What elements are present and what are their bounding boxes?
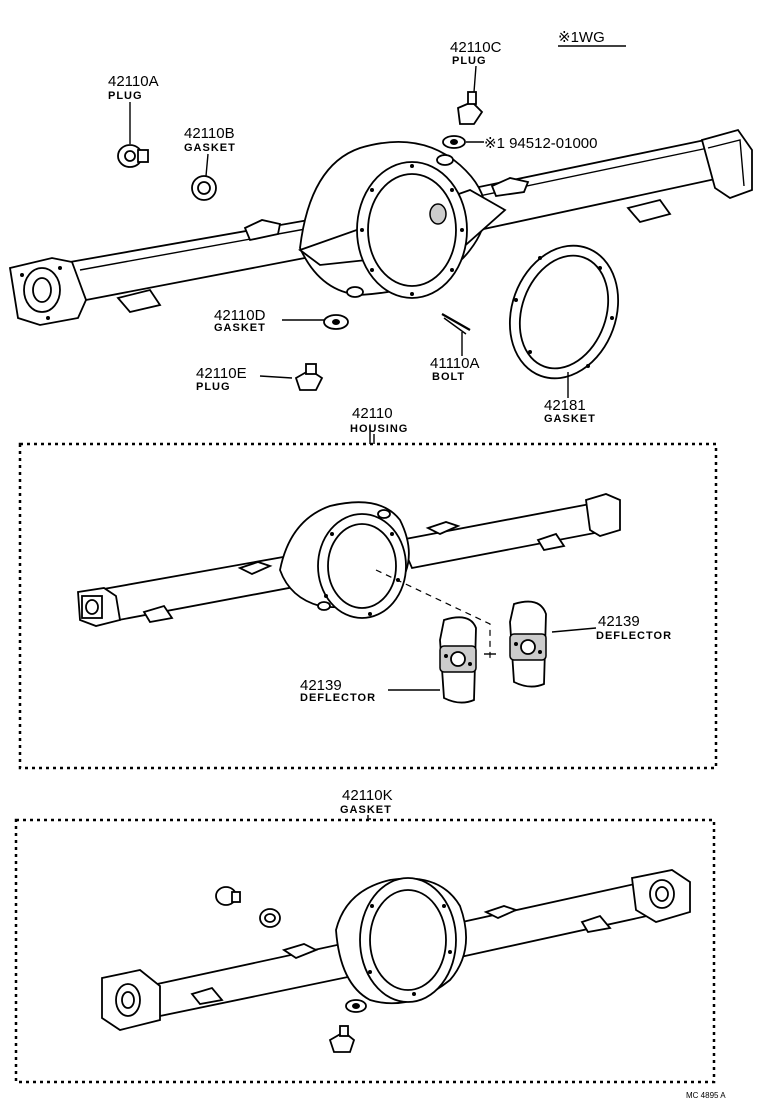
part-number-42110b: 42110B bbox=[184, 125, 235, 142]
gasket-42181-drawing bbox=[508, 244, 620, 380]
part-name-plug-a: PLUG bbox=[108, 90, 143, 102]
housing-assembly-box bbox=[18, 442, 718, 770]
part-number-42139-left: 42139 bbox=[300, 677, 342, 694]
part-name-plug-e: PLUG bbox=[196, 381, 231, 393]
deflector-left-drawing bbox=[439, 616, 477, 704]
top-leaders bbox=[129, 65, 569, 820]
part-name-gasket-d: GASKET bbox=[214, 322, 266, 334]
ref-part-number: ※1 94512-01000 bbox=[484, 135, 598, 152]
gasket-kit-box bbox=[14, 818, 716, 1084]
part-name-gasket-kit: GASKET bbox=[340, 804, 392, 816]
part-number-42110d: 42110D bbox=[214, 307, 266, 324]
header-note: ※1WG bbox=[558, 29, 605, 46]
part-number-42110c: 42110C bbox=[450, 39, 502, 56]
gasket-42110d-drawing bbox=[323, 314, 349, 330]
plug-42110a-drawing bbox=[117, 144, 149, 168]
part-name-deflector-left: DEFLECTOR bbox=[300, 692, 376, 704]
housing-drawing bbox=[77, 493, 621, 660]
part-number-42110: 42110 bbox=[352, 405, 393, 422]
washer-ref-drawing bbox=[442, 135, 466, 149]
footer-code: MC 4895 A bbox=[686, 1091, 726, 1100]
part-number-42110e: 42110E bbox=[196, 365, 247, 382]
part-number-42139-right: 42139 bbox=[598, 613, 640, 630]
plug-42110c-drawing bbox=[457, 91, 484, 125]
part-number-42181: 42181 bbox=[544, 397, 586, 414]
gasket-kit-small-parts bbox=[215, 886, 367, 1053]
bolt-41110a-drawing bbox=[441, 313, 471, 335]
part-name-plug-c: PLUG bbox=[452, 55, 487, 67]
top-axle-housing bbox=[8, 128, 753, 326]
part-name-bolt: BOLT bbox=[432, 371, 465, 383]
gasket-kit-housing-drawing bbox=[101, 869, 691, 1031]
plug-42110e-drawing bbox=[294, 363, 324, 391]
part-number-42110k: 42110K bbox=[342, 787, 393, 804]
deflector-right-drawing bbox=[509, 600, 547, 688]
part-number-41110a: 41110A bbox=[430, 355, 480, 372]
gasket-42110b-drawing bbox=[191, 175, 217, 201]
part-number-42110a: 42110A bbox=[108, 73, 159, 90]
part-name-gasket-181: GASKET bbox=[544, 413, 596, 425]
part-name-gasket-b: GASKET bbox=[184, 142, 236, 154]
part-name-housing: HOUSING bbox=[350, 423, 408, 435]
part-name-deflector-right: DEFLECTOR bbox=[596, 630, 672, 642]
